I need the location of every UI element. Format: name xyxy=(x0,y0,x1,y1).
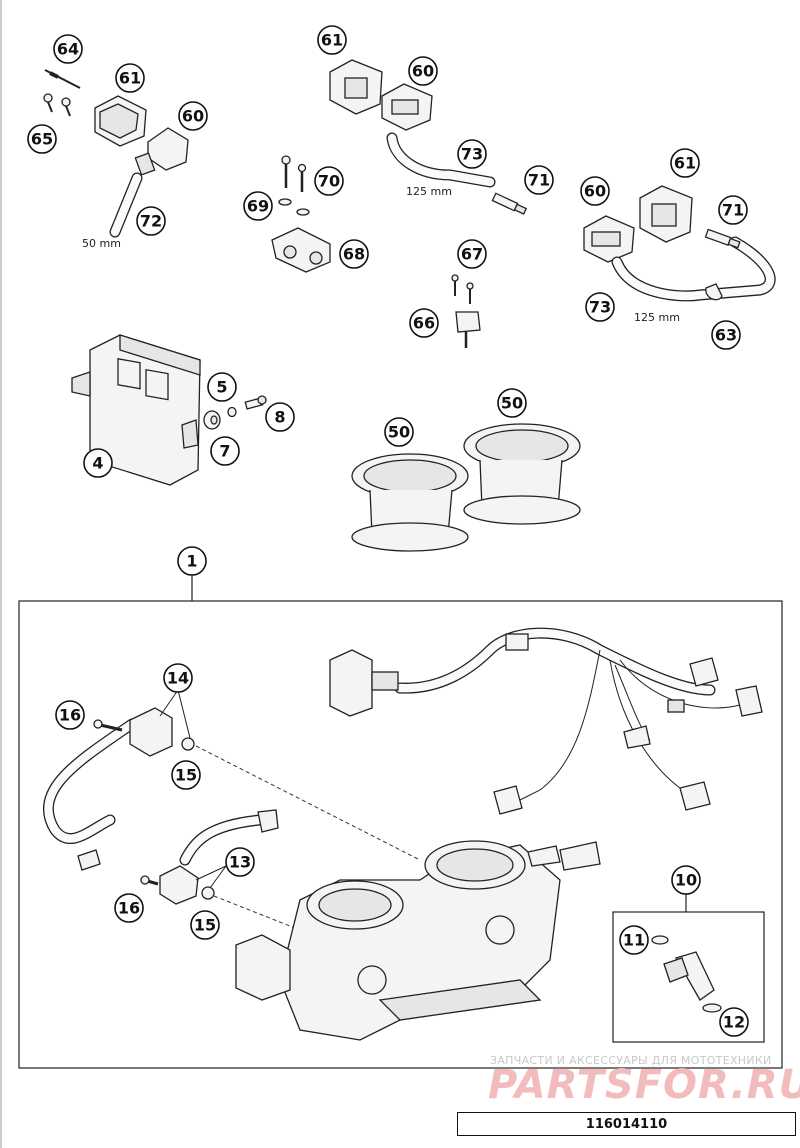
sensor-group-a xyxy=(43,69,189,238)
ecu-mount-parts xyxy=(203,395,267,430)
callout-65: 65 xyxy=(27,124,57,154)
leader-line xyxy=(195,865,227,889)
intake-funnel xyxy=(351,453,469,552)
callout-63: 63 xyxy=(711,320,741,350)
injector-box xyxy=(612,911,765,1043)
svg-text:61: 61 xyxy=(119,69,141,88)
callout-10: 10 xyxy=(671,865,701,895)
part-code-box: 116014110 xyxy=(457,1112,796,1136)
svg-text:5: 5 xyxy=(216,378,227,397)
assembly-frame xyxy=(18,600,783,1069)
svg-text:73: 73 xyxy=(461,145,483,164)
callout-60: 60 xyxy=(178,101,208,131)
callout-73: 73 xyxy=(585,292,615,322)
dimension-label: 125 mm xyxy=(634,311,680,324)
leader-line xyxy=(159,689,191,739)
callout-61: 61 xyxy=(317,25,347,55)
svg-text:16: 16 xyxy=(118,899,140,918)
callout-61: 61 xyxy=(670,148,700,178)
ecu-unit xyxy=(71,334,201,486)
callout-4: 4 xyxy=(83,448,113,478)
callout-50: 50 xyxy=(384,417,414,447)
svg-text:71: 71 xyxy=(528,171,550,190)
svg-text:73: 73 xyxy=(589,298,611,317)
callout-70: 70 xyxy=(314,166,344,196)
svg-text:60: 60 xyxy=(412,62,434,81)
dimension-label: 50 mm xyxy=(82,237,121,250)
callout-14: 14 xyxy=(163,663,193,693)
svg-text:63: 63 xyxy=(715,326,737,345)
callout-15: 15 xyxy=(190,910,220,940)
callout-67: 67 xyxy=(457,239,487,269)
callout-12: 12 xyxy=(719,1007,749,1037)
callout-16: 16 xyxy=(114,893,144,923)
svg-text:69: 69 xyxy=(247,197,269,216)
svg-text:67: 67 xyxy=(461,245,483,264)
fuel-injector xyxy=(651,935,722,1013)
svg-text:10: 10 xyxy=(675,871,697,890)
callout-61: 61 xyxy=(115,63,145,93)
watermark-brand: PARTSFOR.RU xyxy=(488,1062,800,1108)
svg-text:15: 15 xyxy=(194,916,216,935)
callout-13: 13 xyxy=(225,847,255,877)
svg-text:7: 7 xyxy=(219,442,230,461)
svg-text:61: 61 xyxy=(674,154,696,173)
callout-1: 1 xyxy=(177,546,207,576)
map-sensor-assembly xyxy=(43,707,195,871)
svg-text:8: 8 xyxy=(274,408,285,427)
svg-text:68: 68 xyxy=(343,245,365,264)
svg-text:12: 12 xyxy=(723,1013,745,1032)
callout-71: 71 xyxy=(718,195,748,225)
callout-5: 5 xyxy=(207,372,237,402)
sensor-66-group xyxy=(451,274,481,348)
svg-text:16: 16 xyxy=(59,706,81,725)
throttle-body xyxy=(235,840,601,1041)
part-code: 116014110 xyxy=(585,1116,668,1132)
callout-64: 64 xyxy=(53,34,83,64)
svg-text:72: 72 xyxy=(140,212,162,231)
svg-text:71: 71 xyxy=(722,201,744,220)
bracket-group xyxy=(271,155,331,273)
svg-text:4: 4 xyxy=(92,454,103,473)
svg-text:60: 60 xyxy=(182,107,204,126)
svg-text:11: 11 xyxy=(623,931,645,950)
svg-text:15: 15 xyxy=(175,766,197,785)
callout-16: 16 xyxy=(55,700,85,730)
callout-68: 68 xyxy=(339,239,369,269)
watermark-subtitle: ЗАПЧАСТИ И АКСЕССУАРЫ ДЛЯ МОТОТЕХНИКИ xyxy=(490,1054,772,1067)
callout-60: 60 xyxy=(580,176,610,206)
callout-72: 72 xyxy=(136,206,166,236)
svg-text:50: 50 xyxy=(501,394,523,413)
svg-text:14: 14 xyxy=(167,669,189,688)
callout-8: 8 xyxy=(265,402,295,432)
callout-71: 71 xyxy=(524,165,554,195)
callout-7: 7 xyxy=(210,436,240,466)
callout-66: 66 xyxy=(409,308,439,338)
callout-11: 11 xyxy=(619,925,649,955)
svg-text:64: 64 xyxy=(57,40,79,59)
leader-line xyxy=(195,745,421,861)
svg-text:65: 65 xyxy=(31,130,53,149)
callout-60: 60 xyxy=(408,56,438,86)
callout-69: 69 xyxy=(243,191,273,221)
svg-text:66: 66 xyxy=(413,314,435,333)
svg-text:60: 60 xyxy=(584,182,606,201)
dimension-label: 125 mm xyxy=(406,185,452,198)
leader-line xyxy=(213,895,301,931)
svg-text:50: 50 xyxy=(388,423,410,442)
sensor-group-b xyxy=(329,59,528,215)
callout-15: 15 xyxy=(171,760,201,790)
svg-text:61: 61 xyxy=(321,31,343,50)
wiring-harness xyxy=(329,627,763,815)
tps-sensor-assembly xyxy=(140,809,279,905)
svg-text:1: 1 xyxy=(186,552,197,571)
intake-funnel xyxy=(463,423,581,525)
callout-73: 73 xyxy=(457,139,487,169)
callout-50: 50 xyxy=(497,388,527,418)
svg-text:70: 70 xyxy=(318,172,340,191)
svg-text:13: 13 xyxy=(229,853,251,872)
sensor-group-c xyxy=(583,185,776,302)
